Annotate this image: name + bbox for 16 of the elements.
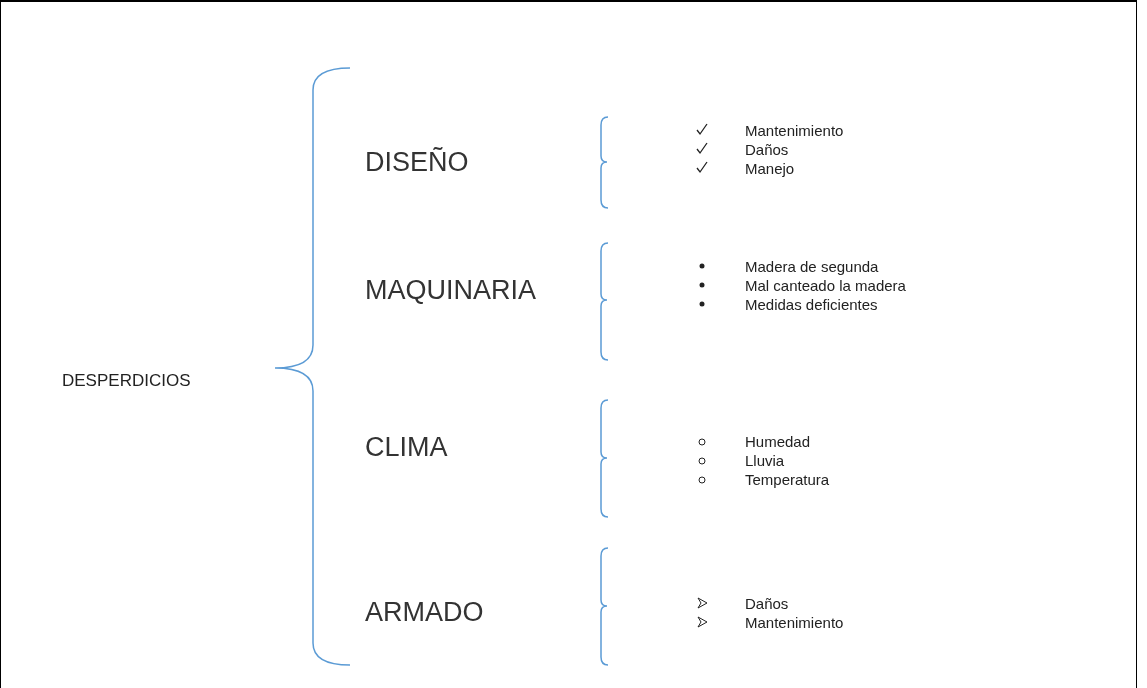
- list-item: Daños: [745, 595, 789, 611]
- category-label: MAQUINARIA: [365, 276, 537, 304]
- list-item: Daños: [745, 141, 789, 157]
- category-label: CLIMA: [365, 433, 448, 461]
- list-item: Mal canteado la madera: [745, 277, 906, 293]
- list-item: Mantenimiento: [745, 614, 844, 630]
- root-label: DESPERDICIOS: [62, 371, 191, 389]
- list-item: Mantenimiento: [745, 122, 844, 138]
- category-label: ARMADO: [365, 598, 484, 626]
- list-item: Madera de segunda: [745, 258, 879, 274]
- list-item: Manejo: [745, 160, 795, 176]
- list-item: Lluvia: [745, 452, 785, 468]
- category-label: DISEÑO: [365, 148, 469, 176]
- list-item: Temperatura: [745, 471, 830, 487]
- list-item: Humedad: [745, 433, 811, 449]
- list-item: Medidas deficientes: [745, 296, 878, 312]
